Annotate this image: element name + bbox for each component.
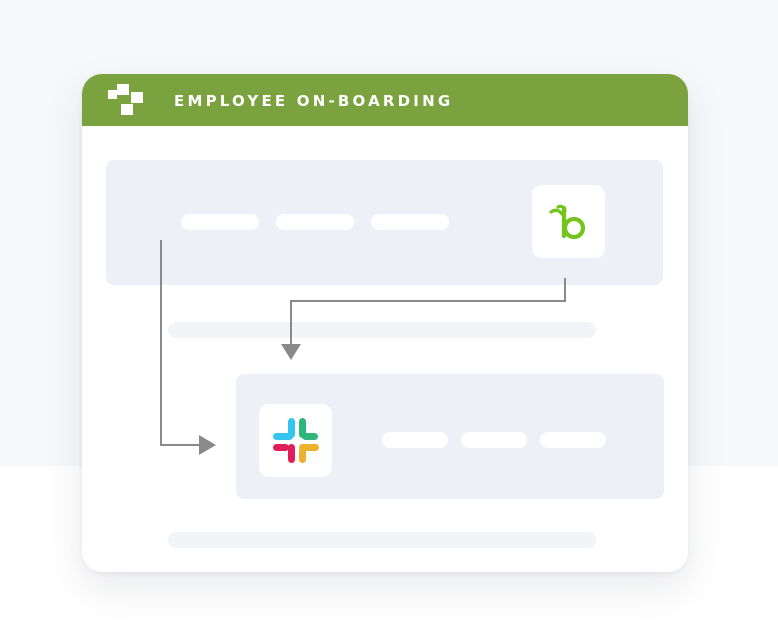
- bamboohr-icon: [549, 204, 586, 240]
- header-title: EMPLOYEE ON-BOARDING: [174, 92, 454, 110]
- source-step-panel: [106, 160, 663, 285]
- placeholder-pill: [371, 214, 449, 230]
- placeholder-pill: [382, 432, 448, 448]
- placeholder-pill: [461, 432, 527, 448]
- placeholder-line: [168, 322, 596, 338]
- slack-tile[interactable]: [259, 404, 332, 477]
- placeholder-pill: [181, 214, 259, 230]
- arrow-right-icon: [199, 435, 216, 455]
- arrow-down-icon: [281, 344, 301, 360]
- placeholder-line: [168, 532, 596, 548]
- onboarding-card: EMPLOYEE ON-BOARDING: [82, 74, 688, 572]
- placeholder-pill: [276, 214, 354, 230]
- bamboohr-tile[interactable]: [532, 185, 605, 258]
- card-header: EMPLOYEE ON-BOARDING: [82, 74, 688, 126]
- slack-icon: [273, 418, 319, 463]
- boxes-logo-icon: [108, 84, 148, 118]
- target-step-panel: [236, 374, 664, 499]
- placeholder-pill: [540, 432, 606, 448]
